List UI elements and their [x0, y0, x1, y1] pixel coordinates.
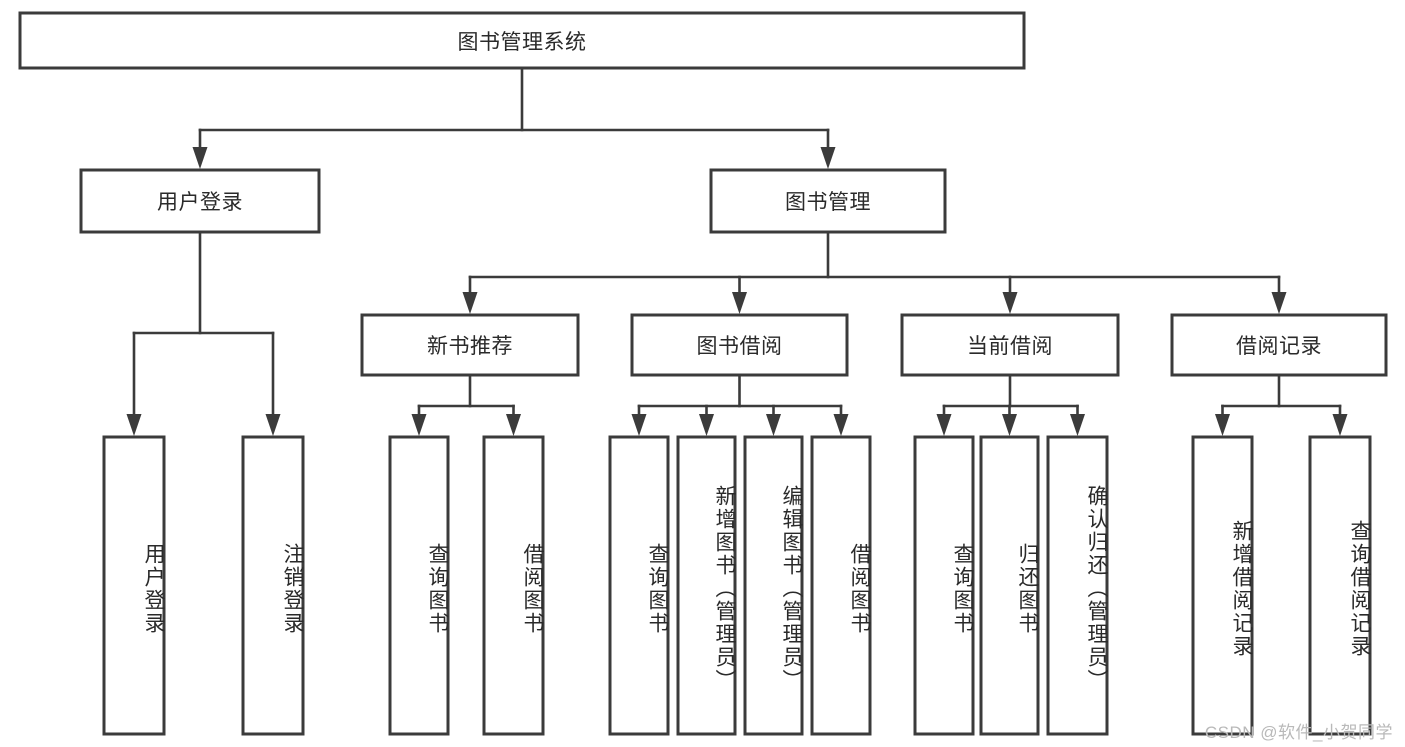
- connector-arrow-icon: [506, 414, 521, 436]
- node-l-query-book-3-box[interactable]: [913, 435, 975, 736]
- connector-arrow-icon: [462, 292, 478, 314]
- connector-arrow-icon: [699, 414, 714, 436]
- connector-arrow-icon: [192, 147, 208, 169]
- node-l-add-borrow-record-box[interactable]: [1191, 435, 1254, 736]
- connector-arrow-icon: [1070, 414, 1085, 436]
- node-n-borrow-record-box[interactable]: [1170, 313, 1388, 377]
- connector-arrow-icon: [631, 414, 647, 436]
- connector-arrow-icon: [1002, 292, 1018, 314]
- connector-arrow-icon: [766, 414, 781, 436]
- connector-arrow-icon: [126, 414, 142, 436]
- connector-arrow-icon: [265, 414, 281, 436]
- connector-arrow-icon: [411, 414, 427, 436]
- connector-arrow-icon: [1215, 414, 1230, 436]
- node-l-query-borrow-record-box[interactable]: [1308, 435, 1372, 736]
- node-l-query-book-2-box[interactable]: [608, 435, 670, 736]
- node-l-edit-book-admin-box[interactable]: [743, 435, 804, 736]
- connector-arrow-icon: [936, 414, 952, 436]
- connector-arrow-icon: [833, 414, 849, 436]
- node-l-user-login-box[interactable]: [102, 435, 166, 736]
- connector-arrow-icon: [820, 147, 836, 169]
- node-n-book-borrow-box[interactable]: [630, 313, 849, 377]
- node-n-new-book-rec-box[interactable]: [360, 313, 580, 377]
- node-l-add-book-admin-box[interactable]: [676, 435, 737, 736]
- node-l-return-book-box[interactable]: [979, 435, 1040, 736]
- node-l-confirm-return-admin-box[interactable]: [1046, 435, 1109, 736]
- connector-arrow-icon: [1271, 292, 1287, 314]
- connector-arrow-icon: [1332, 414, 1348, 436]
- connector-arrow-icon: [1002, 414, 1017, 436]
- node-l-query-book-1-box[interactable]: [388, 435, 450, 736]
- node-l-logout-box[interactable]: [241, 435, 305, 736]
- connector-arrow-icon: [732, 292, 747, 314]
- node-root-box[interactable]: [18, 11, 1026, 70]
- node-n-current-borrow-box[interactable]: [900, 313, 1120, 377]
- node-l-borrow-book-2-box[interactable]: [810, 435, 872, 736]
- node-n-user-login-box[interactable]: [79, 168, 321, 234]
- node-n-book-mgmt-box[interactable]: [709, 168, 947, 234]
- node-l-borrow-book-1-box[interactable]: [482, 435, 545, 736]
